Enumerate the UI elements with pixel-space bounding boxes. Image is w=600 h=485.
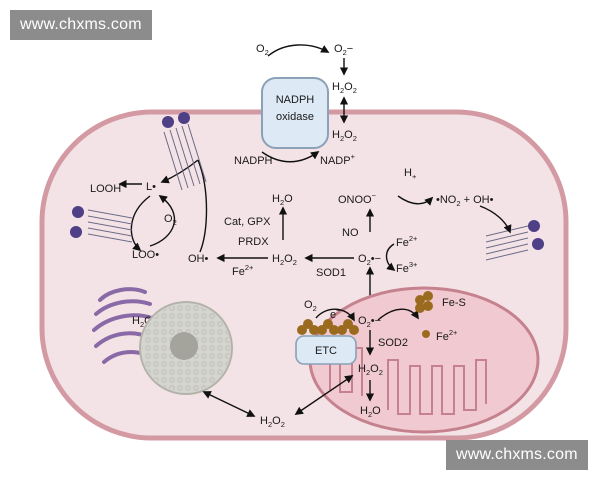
fe-ion-icon	[422, 330, 430, 338]
label-no2-oh: •NO2 + OH•	[436, 194, 494, 208]
label-sod2: SOD2	[378, 337, 408, 349]
arrow-oh-attacks-lipid	[160, 159, 199, 184]
label-no: NO	[342, 227, 359, 239]
arrow-h2o2-to-mito	[294, 375, 354, 415]
label-superoxide-mito: O2•−	[358, 315, 381, 329]
label-h2o2-bottom: H2O2	[260, 415, 285, 429]
arrow-o2-to-superoxide-mito	[315, 308, 355, 322]
label-fe-s: Fe-S	[442, 297, 466, 309]
label-superoxide-cyto: O2•−	[358, 253, 381, 267]
lipid-bilayer-left	[70, 206, 133, 243]
nadph-oxidase-line2: oxidase	[276, 111, 314, 123]
label-h2o-mito: H2O	[360, 405, 381, 419]
lipid-bilayer-top	[162, 112, 207, 191]
label-oh-radical: OH•	[188, 253, 209, 265]
label-l-radical: L•	[146, 181, 156, 193]
arrow-loo-to-l	[149, 195, 176, 247]
label-nadph: NADPH	[234, 155, 273, 167]
label-h2o2-mito: H2O2	[358, 363, 383, 377]
label-onoo: ONOO−	[338, 191, 377, 206]
label-h2o2-cyto: H2O2	[272, 253, 297, 267]
etc-complex: ETC	[295, 319, 359, 365]
arrow-nadph-to-nadp	[261, 151, 320, 163]
watermark-top: www.chxms.com	[10, 10, 152, 40]
label-looh: LOOH	[90, 183, 121, 195]
nadph-oxidase: NADPH oxidase	[261, 77, 329, 149]
label-loo-radical: LOO•	[132, 249, 159, 261]
watermark-bottom: www.chxms.com	[446, 440, 588, 470]
lipid-bilayer-right	[479, 205, 544, 261]
arrow-onoo-decomposition	[397, 195, 434, 206]
label-etc: ETC	[315, 345, 337, 357]
arrow-fe-redox	[385, 243, 396, 272]
label-h2o2-outside-1: H2O2	[332, 81, 357, 95]
arrow-o2-to-superoxide	[267, 44, 330, 57]
label-h2o-enzymes: H2O	[272, 193, 293, 207]
nadph-oxidase-line1: NADPH	[276, 94, 315, 106]
fe-s-cluster-icon	[415, 291, 433, 313]
label-sod1: SOD1	[316, 267, 346, 279]
arrow-h2o2-to-nucleus	[202, 391, 256, 417]
label-nadp-plus: NADP+	[320, 152, 356, 167]
arrow-l-to-loo	[130, 195, 151, 252]
nucleus	[139, 301, 233, 395]
label-e-minus: e−	[330, 306, 341, 321]
label-cat-gpx: Cat, GPX	[224, 216, 271, 228]
label-prdx: PRDX	[238, 236, 269, 248]
label-superoxide-outside: O2−	[334, 43, 353, 57]
arrow-oh-to-lipid	[197, 159, 208, 253]
label-o2-outside: O2	[256, 43, 269, 57]
label-h2o2-outside-2: H2O2	[332, 129, 357, 143]
arrow-superoxide-to-fes	[377, 308, 419, 321]
